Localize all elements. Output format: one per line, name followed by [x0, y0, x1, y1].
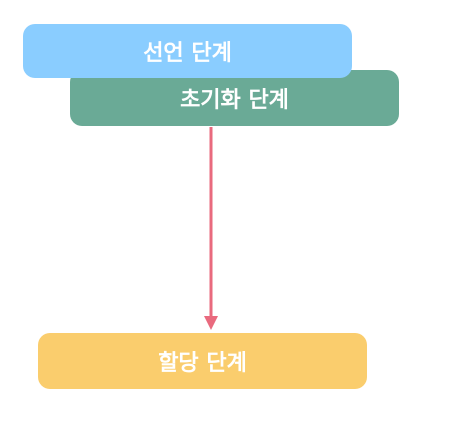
stage-declaration-label: 선언 단계 [143, 41, 232, 66]
stage-initialization: 초기화 단계 [70, 70, 399, 126]
stage-allocation: 할당 단계 [38, 333, 367, 389]
stage-allocation-label: 할당 단계 [158, 351, 247, 376]
flow-arrow-head [204, 316, 218, 330]
stage-declaration: 선언 단계 [23, 24, 352, 78]
stage-initialization-label: 초기화 단계 [180, 88, 289, 113]
